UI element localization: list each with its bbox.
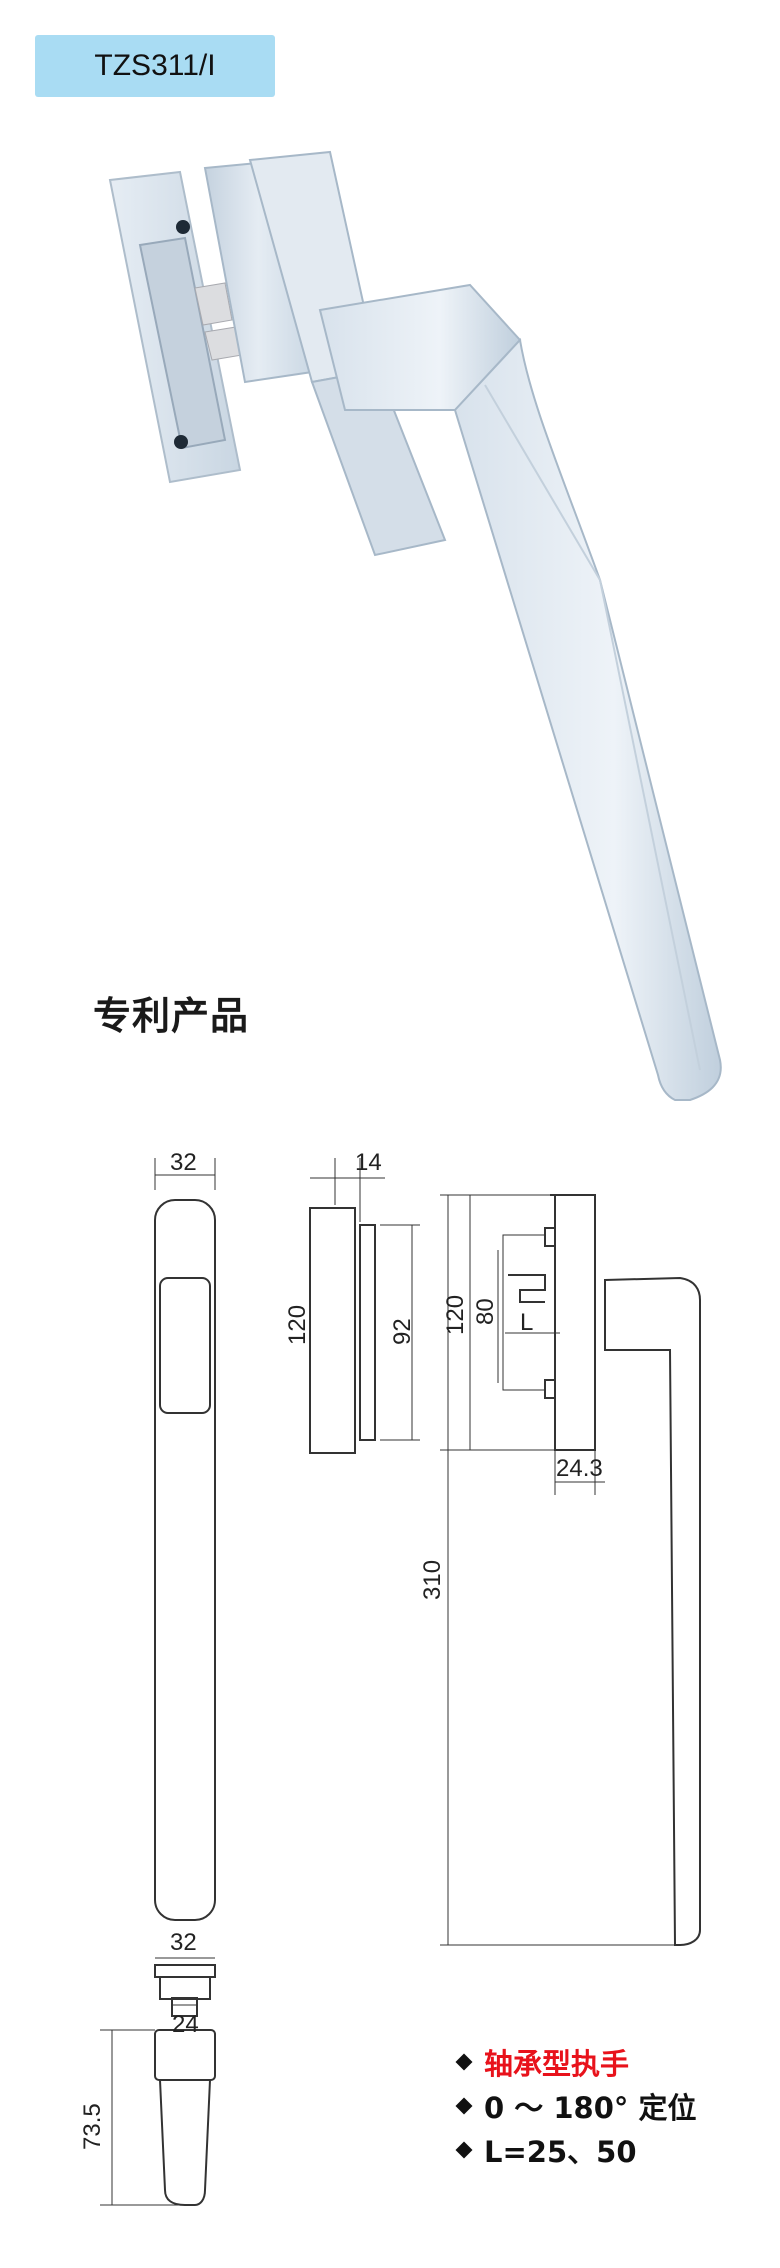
dim-bottom-height: 73.5	[79, 2103, 106, 2150]
feature-item: L=25、50	[455, 2128, 697, 2172]
dim-main-inner-height: 80	[472, 1298, 499, 1325]
feature-list: 轴承型执手 0 ～ 180° 定位 L=25、50	[455, 2040, 697, 2172]
model-badge: TZS311/I	[35, 35, 275, 97]
patent-label: 专利产品	[93, 994, 250, 1038]
dim-main-depth: 24.3	[556, 1455, 603, 1482]
dim-bottom-inner-width: 24	[172, 2011, 199, 2038]
technical-drawings: 32 14 120 92 120 80 L 24.3 310 32 24 73.…	[79, 1150, 701, 2206]
dim-main-total-length: 310	[419, 1560, 446, 1600]
main-view	[440, 1194, 701, 1946]
front-view	[154, 1158, 216, 1921]
bullet-diamond-icon	[455, 2053, 473, 2071]
feature-item: 轴承型执手	[455, 2040, 697, 2084]
dim-bottom-top-width: 32	[170, 1929, 197, 1956]
dim-side-inner-height: 92	[389, 1318, 416, 1345]
product-photo	[108, 150, 722, 1101]
bullet-diamond-icon	[455, 2141, 473, 2159]
feature-text: 轴承型执手	[484, 2047, 630, 2081]
dim-side-thickness: 14	[355, 1150, 382, 1176]
feature-item: 0 ～ 180° 定位	[455, 2084, 697, 2128]
feature-text: L=25、50	[484, 2135, 637, 2169]
feature-text: 0 ～ 180° 定位	[484, 2091, 697, 2125]
dim-front-width: 32	[170, 1150, 197, 1176]
dim-side-base-height: 120	[284, 1305, 311, 1345]
dim-spindle-label: L	[520, 1309, 533, 1336]
dim-main-base-height: 120	[442, 1295, 469, 1335]
bullet-diamond-icon	[455, 2097, 473, 2115]
bottom-view	[100, 1957, 216, 2206]
side-view	[309, 1158, 420, 1454]
model-label: TZS311/I	[94, 49, 216, 82]
